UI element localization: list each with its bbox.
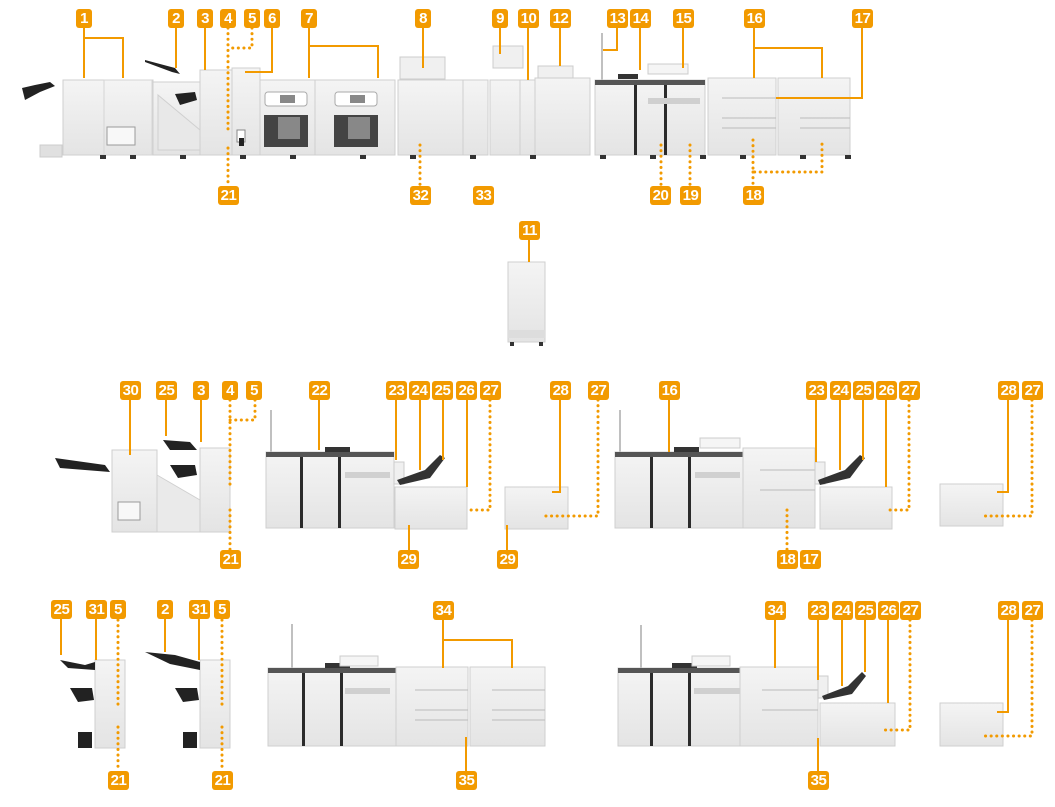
callout-badge: 14 <box>630 9 651 28</box>
callout-badge: 26 <box>878 601 899 620</box>
row1-full-configuration <box>22 33 851 159</box>
callout-badge: 15 <box>673 9 694 28</box>
callout-badge: 2 <box>168 9 184 28</box>
callout-badge: 13 <box>607 9 628 28</box>
callout-badge: 27 <box>899 381 920 400</box>
callout-badge: 9 <box>492 9 508 28</box>
callout-badge: 22 <box>309 381 330 400</box>
callout-badge: 3 <box>197 9 213 28</box>
callout-badge: 4 <box>222 381 238 400</box>
callout-badge: 25 <box>51 600 72 619</box>
callout-badge: 27 <box>480 381 501 400</box>
callout-badge: 18 <box>777 550 798 569</box>
callout-badge: 29 <box>398 550 419 569</box>
callout-badge: 4 <box>220 9 236 28</box>
callout-badge: 16 <box>744 9 765 28</box>
callout-badge: 12 <box>550 9 571 28</box>
row3-configurations <box>55 410 1004 533</box>
callout-badge: 24 <box>409 381 430 400</box>
callout-badge: 3 <box>193 381 209 400</box>
callout-badge: 1 <box>76 9 92 28</box>
callout-badge: 8 <box>415 9 431 28</box>
callout-badge: 31 <box>189 600 210 619</box>
callout-badge: 24 <box>830 381 851 400</box>
callout-badge: 35 <box>456 771 477 790</box>
callout-badge: 24 <box>832 601 853 620</box>
callout-badge: 35 <box>808 771 829 790</box>
callout-badge: 23 <box>808 601 829 620</box>
callout-badge: 34 <box>765 601 786 620</box>
callout-badge: 2 <box>157 600 173 619</box>
callout-badge: 20 <box>650 186 671 205</box>
callout-badge: 10 <box>518 9 539 28</box>
callout-badge: 25 <box>156 381 177 400</box>
row2-unit-11 <box>507 261 546 346</box>
callout-badge: 27 <box>588 381 609 400</box>
output-tray-shape <box>22 82 55 100</box>
callout-badge: 25 <box>853 381 874 400</box>
callout-badge: 7 <box>301 9 317 28</box>
callout-badge: 5 <box>246 381 262 400</box>
callout-badge: 11 <box>519 221 540 240</box>
callout-badge: 32 <box>410 186 431 205</box>
callout-badge: 5 <box>244 9 260 28</box>
callout-badge: 6 <box>264 9 280 28</box>
callout-badge: 5 <box>214 600 230 619</box>
callout-badge: 19 <box>680 186 701 205</box>
callout-badge: 28 <box>998 601 1019 620</box>
callout-badge: 21 <box>218 186 239 205</box>
callout-badge: 26 <box>876 381 897 400</box>
dotted-leader-lines <box>116 26 1034 773</box>
callout-badge: 16 <box>659 381 680 400</box>
callout-badge: 18 <box>743 186 764 205</box>
callout-badge: 30 <box>120 381 141 400</box>
callout-badge: 28 <box>550 381 571 400</box>
callout-badge: 27 <box>900 601 921 620</box>
callout-badge: 34 <box>433 601 454 620</box>
callout-badge: 23 <box>386 381 407 400</box>
callout-badge: 21 <box>212 771 233 790</box>
callout-badge: 29 <box>497 550 518 569</box>
callout-badge: 5 <box>110 600 126 619</box>
callout-badge: 17 <box>852 9 873 28</box>
callout-badge: 33 <box>473 186 494 205</box>
callout-badge: 31 <box>86 600 107 619</box>
callout-badge: 25 <box>855 601 876 620</box>
callout-badge: 25 <box>432 381 453 400</box>
callout-badge: 21 <box>108 771 129 790</box>
callout-badge: 27 <box>1022 381 1043 400</box>
callout-badge: 28 <box>998 381 1019 400</box>
row4-configurations <box>60 624 1004 749</box>
leader-lines <box>60 28 1009 771</box>
callout-badge: 27 <box>1022 601 1043 620</box>
callout-badge: 17 <box>800 550 821 569</box>
callout-badge: 21 <box>220 550 241 569</box>
main-unit <box>594 79 706 156</box>
callout-badge: 26 <box>456 381 477 400</box>
callout-badge: 23 <box>806 381 827 400</box>
